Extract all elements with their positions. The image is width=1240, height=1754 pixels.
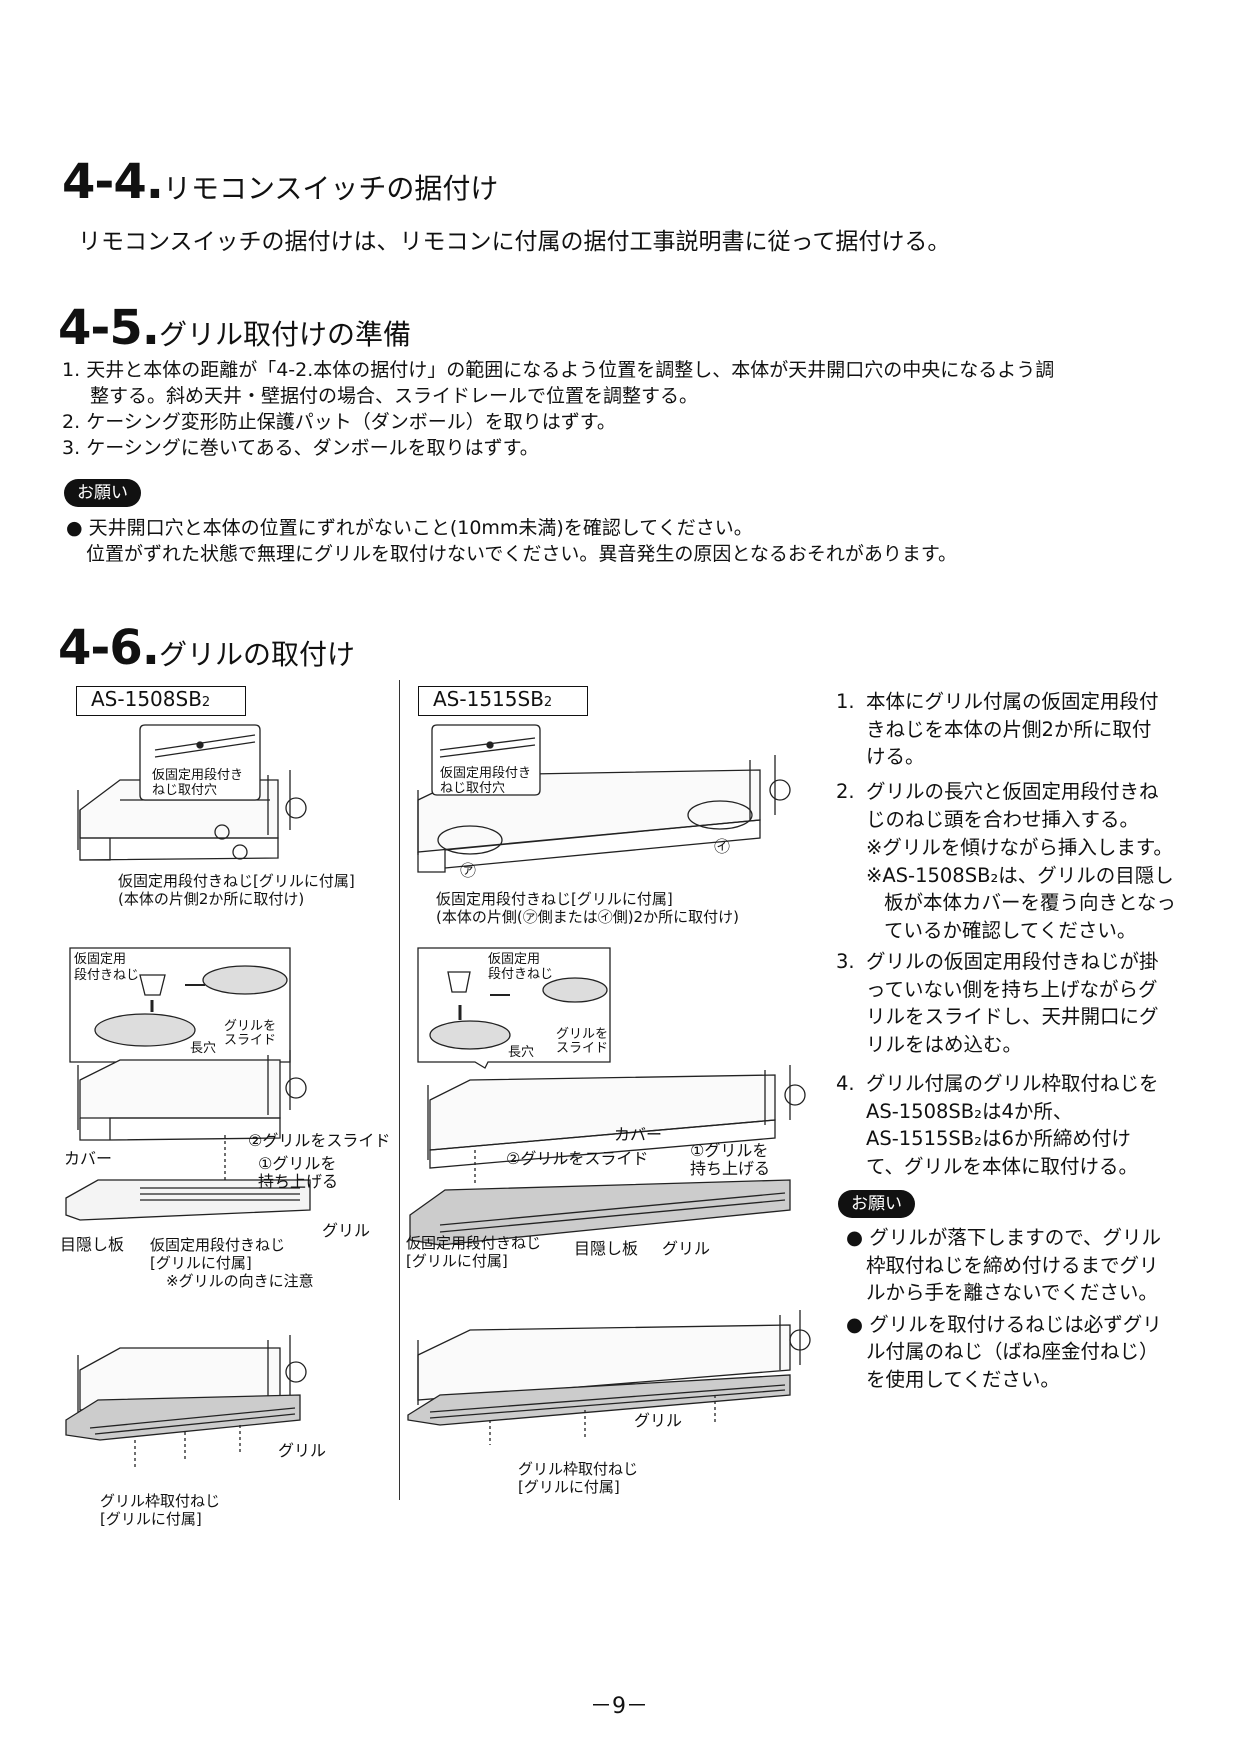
model-label-left: AS-1508SB2: [76, 686, 246, 716]
caption-right-lift-step: ①グリルを持ち上げる: [690, 1141, 771, 1178]
notice-line: 位置がずれた状態で無理にグリルを取付けないでください。異音発生の原因となるおそれ…: [86, 543, 957, 565]
caption-right-hole: 仮固定用段付きねじ取付穴: [440, 766, 532, 796]
caption-right-frame-screw: グリル枠取付ねじ[グリルに付属]: [518, 1460, 639, 1496]
notice-item: ● グリルが落下しますので、グリル枠取付ねじを締め付けるまでグリルから手を離さな…: [846, 1226, 1161, 1304]
caption-right-slide: グリルをスライド: [556, 1027, 609, 1056]
step-note: ※AS-1508SB₂は、グリルの目隠し板が本体カバーを覆う向きとなっているか確…: [866, 863, 1176, 942]
heading-4-6: 4-6.グリルの取付け: [58, 624, 355, 672]
install-step: 2.グリルの長穴と仮固定用段付きねじのねじ頭を合わせ挿入する。: [836, 780, 1159, 831]
right-unit-bottom-illustration: [407, 1310, 811, 1445]
install-step: 3.グリルの仮固定用段付きねじが掛っていない側を持ち上げながらグリルをスライドし…: [836, 950, 1159, 1056]
list-item: 3. ケーシングに巻いてある、ダンボールを取りはずす。: [62, 437, 539, 459]
notice-item: ● グリルを取付けるねじは必ずグリル付属のねじ（ばね座金付ねじ）を使用してくださ…: [846, 1312, 1162, 1391]
left-unit-mid-illustration: [65, 1050, 311, 1221]
column-divider: [399, 680, 400, 1500]
install-step: 1.本体にグリル付属の仮固定用段付きねじを本体の片側2か所に取付ける。: [836, 690, 1159, 768]
lead-4-4: リモコンスイッチの据付けは、リモコンに付属の据付工事説明書に従って据付ける。: [78, 229, 951, 255]
caption-left-long-hole: 長穴: [190, 1041, 217, 1056]
section-number: 4-4.: [62, 154, 164, 210]
section-title: グリル取付けの準備: [158, 318, 411, 351]
notice-badge-right: お願い: [838, 1190, 915, 1218]
left-unit-bottom-illustration: [65, 1335, 307, 1470]
notice-badge: お願い: [64, 479, 141, 507]
notice-line: ● 天井開口穴と本体の位置にずれがないこと(10mm未満)を確認してください。: [66, 517, 753, 539]
caption-right-temp-screw: 仮固定用段付きねじ[グリルに付属]: [406, 1234, 542, 1270]
heading-4-5: 4-5.グリル取付けの準備: [58, 304, 411, 352]
caption-left-slide-step: ②グリルをスライド: [248, 1131, 391, 1150]
caption-left-cover: カバー: [64, 1149, 113, 1168]
caption-right-grille: グリル: [662, 1239, 711, 1258]
caption-right-side-a: ㋐: [460, 861, 477, 880]
caption-left-step-screw: 仮固定用段付きねじ: [74, 952, 140, 983]
section-number: 4-6.: [58, 620, 160, 676]
install-step-notes: ※グリルを傾けながら挿入します。 ※AS-1508SB₂は、グリルの目隠し板が本…: [866, 834, 1178, 944]
caption-left-hole: 仮固定用段付きねじ取付穴: [152, 768, 244, 798]
heading-4-4: 4-4.リモコンスイッチの据付け: [62, 158, 498, 206]
section-number: 4-5.: [58, 300, 160, 356]
list-item: 1. 天井と本体の距離が「4-2.本体の据付け」の範囲になるよう位置を調整し、本…: [62, 359, 1055, 381]
prep-list: 1. 天井と本体の距離が「4-2.本体の据付け」の範囲になるよう位置を調整し、本…: [62, 357, 1054, 461]
caption-left-lift-step: ①グリルを持ち上げる: [258, 1154, 339, 1191]
caption-left-frame-screw: グリル枠取付ねじ[グリルに付属]: [100, 1492, 221, 1528]
caption-left-temp-screw: 仮固定用段付きねじ[グリルに付属]※グリルの向きに注意: [150, 1236, 314, 1290]
notice-text: ● 天井開口穴と本体の位置にずれがないこと(10mm未満)を確認してください。 …: [66, 515, 957, 567]
caption-left-slide: グリルをスライド: [224, 1019, 277, 1048]
section-title: グリルの取付け: [158, 638, 355, 671]
caption-right-long-hole: 長穴: [508, 1045, 535, 1060]
right-detail-illustration: [417, 947, 611, 1069]
caption-right-screw-attach: 仮固定用段付きねじ[グリルに付属](本体の片側(㋐側または㋑側)2か所に取付け): [436, 890, 739, 926]
caption-left-grille-bottom: グリル: [278, 1441, 327, 1460]
left-unit-top-illustration: [77, 724, 307, 861]
notice-list-right: ● グリルが落下しますので、グリル枠取付ねじを締め付けるまでグリルから手を離さな…: [846, 1224, 1176, 1393]
step-note: ※グリルを傾けながら挿入します。: [866, 836, 1173, 859]
caption-right-cover: カバー: [614, 1125, 663, 1144]
right-unit-mid-illustration: [409, 1065, 806, 1246]
caption-left-screw-attach: 仮固定用段付きねじ[グリルに付属](本体の片側2か所に取付け): [118, 872, 355, 908]
caption-left-grille: グリル: [322, 1221, 371, 1240]
right-unit-top-illustration: [417, 724, 791, 873]
caption-right-blind-plate: 目隠し板: [574, 1239, 639, 1258]
caption-right-slide-step: ②グリルをスライド: [506, 1149, 649, 1168]
list-item: 2. ケーシング変形防止保護パット（ダンボール）を取りはずす。: [62, 411, 616, 433]
caption-right-side-b: ㋑: [714, 837, 731, 856]
page-number: －9－: [590, 1694, 648, 1719]
caption-left-blind-plate: 目隠し板: [60, 1235, 125, 1254]
list-item-cont: 整する。斜め天井・壁据付の場合、スライドレールで位置を調整する。: [90, 385, 699, 407]
caption-right-grille-bottom: グリル: [634, 1411, 683, 1430]
caption-right-step-screw: 仮固定用段付きねじ: [488, 952, 554, 982]
model-label-right: AS-1515SB2: [418, 686, 588, 716]
section-title: リモコンスイッチの据付け: [162, 172, 499, 205]
